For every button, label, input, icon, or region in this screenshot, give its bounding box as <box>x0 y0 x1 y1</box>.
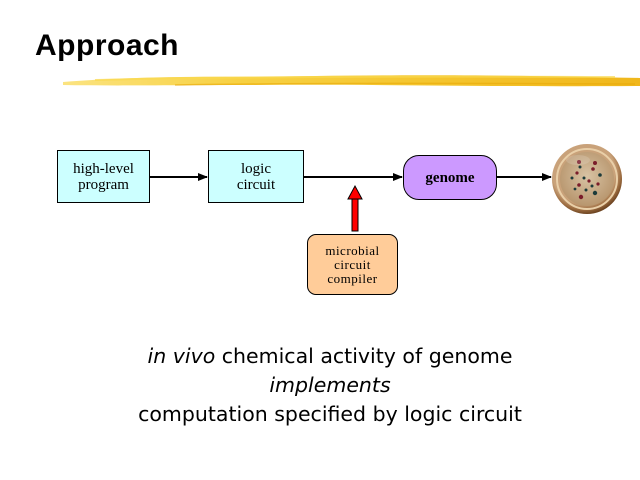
title-underline-brushstroke <box>63 75 640 87</box>
statement-italic-implements: implements <box>269 373 391 397</box>
node-label: program <box>78 176 129 193</box>
node-logic-circuit: logic circuit <box>208 150 304 203</box>
compiler-red-arrow <box>347 184 363 232</box>
node-label: compiler <box>327 270 378 286</box>
node-microbial-circuit-compiler: microbial circuit compiler <box>307 234 398 295</box>
statement-line-2: implements <box>0 371 640 400</box>
statement-text: chemical activity of genome <box>215 344 513 368</box>
node-label: high-level <box>73 160 134 177</box>
node-label: circuit <box>236 176 276 193</box>
node-label: circuit <box>334 256 371 272</box>
node-label: logic <box>240 160 271 177</box>
summary-statement: in vivo chemical activity of genome impl… <box>0 342 640 429</box>
node-label: genome <box>425 169 475 186</box>
node-genome: genome <box>403 155 497 200</box>
slide-title: Approach <box>35 29 180 62</box>
statement-line-1: in vivo chemical activity of genome <box>0 342 640 371</box>
node-high-level-program: high-level program <box>57 150 150 203</box>
statement-line-3: computation specified by logic circuit <box>138 402 522 426</box>
petri-dish-icon <box>552 144 622 214</box>
node-label: microbial <box>325 242 380 258</box>
bacterial-colonies <box>570 160 602 200</box>
statement-italic-in-vivo: in vivo <box>147 344 216 368</box>
